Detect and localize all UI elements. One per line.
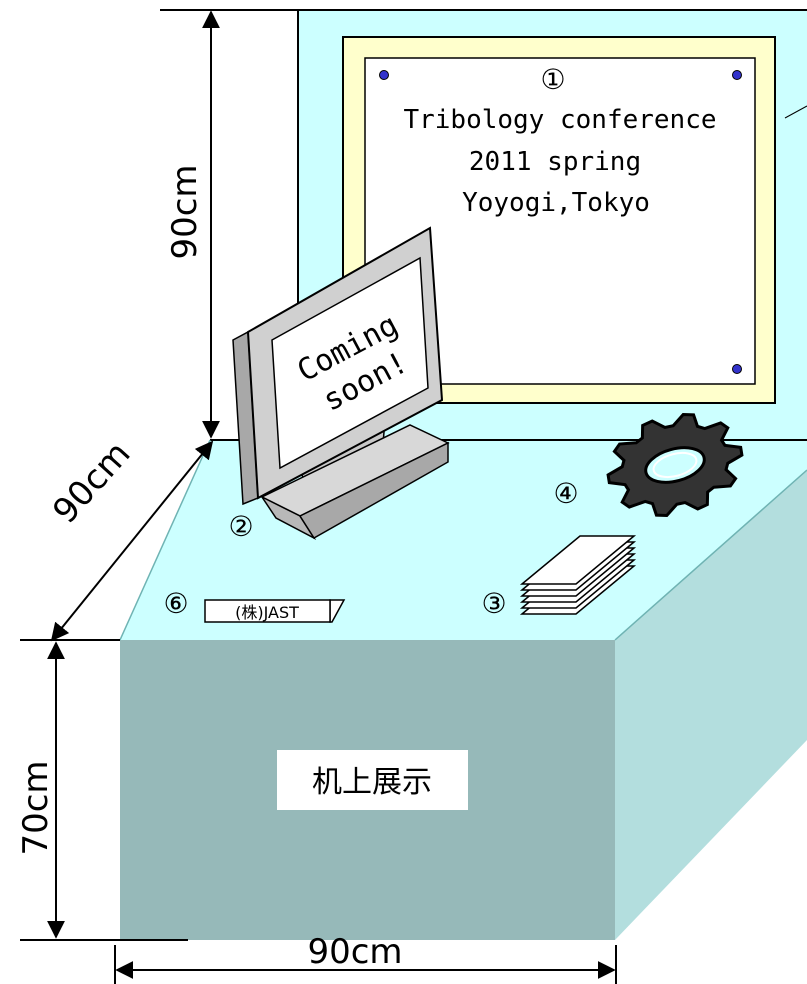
callout-line (784, 105, 807, 119)
desk-depth-dimension-line (50, 440, 214, 642)
desk-label: 机上展示 (312, 765, 432, 800)
paper-stack-icon (519, 535, 637, 615)
poster-title-line1: Tribology conference (403, 105, 716, 135)
nameplate-marker: ⑥ (163, 587, 188, 620)
papers-marker: ③ (481, 587, 506, 620)
nameplate-text: (株)JAST (235, 603, 299, 622)
nameplate: (株)JAST (204, 599, 346, 623)
poster-title-line2: 2011 spring (469, 147, 641, 177)
desk-right-edge (614, 469, 807, 641)
pin-icon (732, 70, 742, 80)
poster-title-line3: Yoyogi,Tokyo (462, 188, 650, 218)
pin-icon (379, 70, 389, 80)
monitor: Coming soon! ② (228, 226, 450, 543)
monitor-screen (271, 256, 429, 470)
gear-icon (606, 413, 744, 517)
desk-depth-label: 90cm (45, 434, 138, 531)
gear-marker: ④ (553, 477, 578, 510)
desk-height-label: 70cm (16, 760, 56, 855)
monitor-marker: ② (228, 510, 253, 543)
desk-label-box (277, 750, 468, 810)
monitor-base-side (298, 441, 449, 540)
poster-marker: ① (540, 63, 565, 96)
desk-side-face (615, 470, 807, 940)
wall-height-label: 90cm (165, 164, 205, 259)
gear-hole (644, 446, 706, 484)
pin-icon (732, 364, 742, 374)
desk-width-label: 90cm (307, 932, 402, 972)
